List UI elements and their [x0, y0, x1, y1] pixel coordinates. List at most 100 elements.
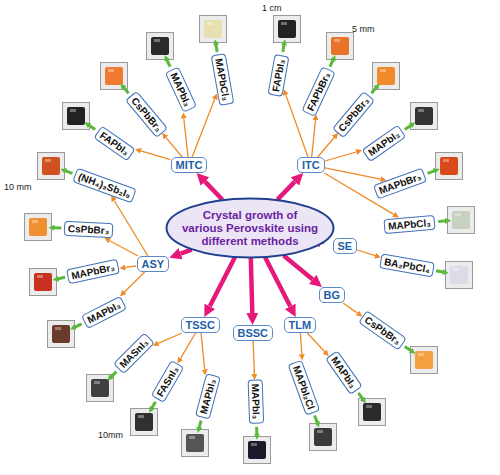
method-box: TLM — [284, 317, 317, 333]
method-arrow — [210, 258, 235, 307]
compound-box: FAPbBr₃ — [301, 66, 335, 117]
compound-box: MAPbI₃ — [247, 380, 264, 424]
crystal-photo — [448, 207, 475, 234]
compound-name: CsPbBr₃ — [68, 223, 110, 236]
crystal-photo — [101, 63, 128, 90]
scale-label: 5 mm — [352, 24, 375, 34]
compound-name: CsPbBr₃ — [336, 95, 371, 134]
compound-box: MAPbI₃ — [325, 350, 362, 394]
compound-connector — [325, 152, 356, 161]
crystal-photo — [244, 437, 271, 464]
method-box: BSSC — [233, 325, 274, 341]
crystal-photo — [446, 262, 473, 289]
method-arrow — [277, 182, 294, 200]
method-arrow — [284, 256, 313, 280]
green-arrow — [283, 44, 284, 52]
compound-name: MAPbBr₃ — [378, 171, 423, 196]
scale-label: 10mm — [98, 430, 123, 440]
method-name: SE — [338, 240, 353, 252]
compound-name: FAPbI₃ — [98, 129, 131, 157]
compound-connector — [125, 266, 136, 267]
crystal-photo — [200, 16, 227, 43]
compound-connector — [201, 333, 205, 369]
crystal-photo — [182, 430, 209, 457]
scale-label: 10 mm — [4, 182, 32, 192]
compound-connector — [124, 272, 144, 292]
green-arrow — [405, 125, 412, 130]
compound-box: CsPbBr₃ — [358, 310, 407, 351]
compound-box: MASnI₃ — [113, 333, 155, 375]
compound-box: MAPbI₃ — [195, 373, 221, 419]
compound-box: MAPbI₃ — [165, 66, 197, 112]
compound-name: MAPbCl₃ — [213, 58, 231, 102]
green-arrow — [53, 226, 61, 229]
compound-name: BA₂PbCl₄ — [383, 256, 431, 275]
compound-name: MAPbI₃ — [366, 129, 402, 159]
center-ellipse: Crystal growth of various Perovskite usi… — [165, 197, 335, 259]
compound-box: MAPbI₂Cl — [288, 360, 320, 415]
ellipse-shape — [167, 199, 334, 258]
method-box: TSSC — [181, 317, 220, 333]
compound-box: FAPbI₃ — [93, 125, 135, 161]
compound-name: MAPbI₃ — [329, 355, 359, 391]
compound-name: CsPbBr₃ — [129, 95, 164, 134]
crystal-photo — [411, 347, 438, 374]
method-name: BG — [324, 289, 341, 301]
compound-box: MAPbBr₃ — [66, 259, 120, 284]
method-box: SE — [333, 238, 358, 254]
compound-connector — [158, 333, 182, 343]
compound-box: CsPbBr₃ — [64, 221, 114, 239]
compound-box: MAPbBr₃ — [373, 167, 427, 199]
compound-box: FASnI₃ — [150, 360, 183, 403]
scale-label: 1 cm — [262, 3, 282, 13]
green-arrow — [436, 271, 444, 272]
green-arrow — [65, 171, 73, 174]
crystal-photo — [147, 33, 174, 60]
green-arrow — [315, 416, 318, 424]
green-arrow — [152, 402, 156, 409]
compound-box: MAPbCl₃ — [384, 214, 436, 233]
compound-box: MAPbCl₃ — [210, 54, 234, 107]
green-arrow — [438, 219, 446, 223]
compound-name: FAPbI₃ — [270, 58, 287, 92]
green-arrow — [330, 60, 333, 67]
compound-connector — [343, 303, 357, 313]
crystal-photo — [274, 16, 301, 43]
compound-box: CsPbBr₃ — [125, 91, 168, 138]
method-box: MITC — [171, 157, 208, 173]
compound-name: CsPbBr₃ — [362, 314, 402, 347]
compound-name: MAPbI₃ — [197, 378, 217, 415]
method-arrow — [205, 182, 223, 200]
green-arrow — [167, 60, 170, 67]
crystal-photo — [30, 269, 57, 296]
method-box: ASY — [137, 256, 170, 272]
method-box: ITC — [297, 157, 325, 173]
method-name: BSSC — [238, 327, 269, 339]
compound-name: FASnI₃ — [154, 364, 180, 398]
crystal-photo — [131, 409, 158, 436]
compound-name: MAPbI₃ — [249, 384, 261, 420]
green-arrow — [428, 171, 436, 174]
green-arrow — [75, 324, 82, 328]
green-arrow — [372, 87, 377, 93]
compound-connector — [141, 151, 171, 160]
compound-connector — [307, 333, 324, 352]
green-arrow — [255, 427, 258, 435]
compound-connector — [253, 341, 254, 374]
compound-name: MAPbI₃ — [85, 299, 122, 325]
method-name: MITC — [176, 159, 203, 171]
green-arrow — [358, 393, 363, 400]
method-name: TLM — [289, 319, 312, 331]
compound-connector — [300, 333, 301, 354]
crystal-photo — [411, 103, 438, 130]
compound-box: FAPbI₃ — [268, 54, 290, 97]
compound-name: FAPbBr₃ — [305, 71, 332, 113]
compound-connector — [181, 333, 196, 358]
compound-connector — [114, 201, 148, 257]
compound-connector — [166, 138, 182, 157]
green-arrow — [123, 87, 128, 93]
compound-connector — [318, 138, 335, 158]
compound-name: (NH₄)₃Sb₂I₉ — [77, 171, 132, 200]
compound-connector — [357, 250, 375, 256]
